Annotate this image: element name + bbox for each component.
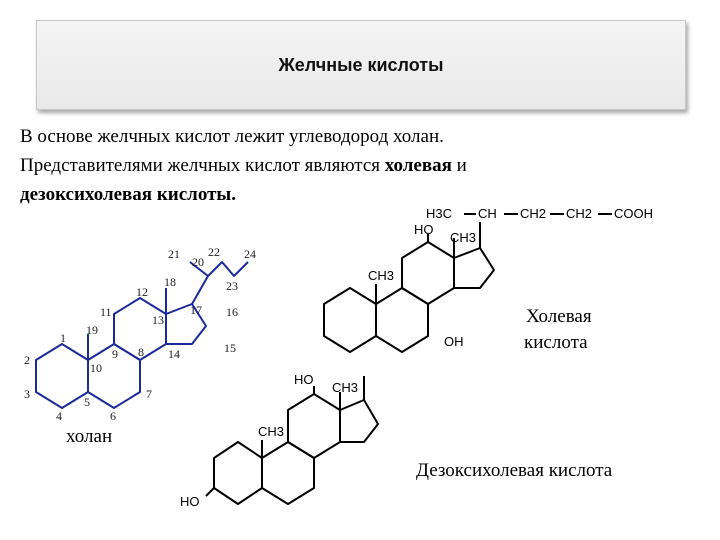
intro-line-1: В основе желчных кислот лежит углеводоро… [20, 126, 444, 147]
intro-end: . [231, 184, 236, 205]
cholic-label-line1: Холевая [526, 306, 592, 327]
atom-13: 13 [152, 313, 164, 327]
atom-16: 16 [226, 305, 238, 319]
atom-24: 24 [244, 247, 256, 261]
cholic-cooh: COOH [614, 206, 653, 221]
cholic-oh: OH [444, 334, 464, 349]
atom-14: 14 [168, 347, 180, 361]
cholan-structure [35, 261, 249, 409]
atom-15: 15 [224, 341, 236, 355]
atom-19: 19 [86, 323, 98, 337]
cholic-ho-top: HO [414, 222, 434, 237]
deoxy-ho-bottom: HO [180, 494, 200, 509]
atom-4: 4 [56, 409, 62, 423]
slide-title: Желчные кислоты [278, 54, 444, 75]
atom-18: 18 [164, 275, 176, 289]
deoxycholic-acid-structure [205, 376, 379, 505]
atom-9: 9 [112, 347, 118, 361]
atom-22: 22 [208, 245, 220, 259]
deoxy-ho-top: HO [294, 372, 314, 387]
atom-6: 6 [110, 409, 116, 423]
intro-text: В основе желчных кислот лежит углеводоро… [20, 122, 580, 209]
deoxycholic-label: Дезоксихолевая кислота [416, 460, 613, 481]
atom-7: 7 [146, 387, 152, 401]
intro-bold-cholic: холевая [384, 155, 452, 176]
intro-line-2-start: Представителями желчных кислот являются [20, 155, 385, 176]
intro-and: и [451, 155, 467, 176]
cholic-acid-sidechain: H3C CH CH2 CH2 COOH HO CH3 CH3 OH [368, 206, 653, 349]
cholan-numbering: 1 2 3 4 5 6 7 8 9 10 11 12 13 14 15 16 1… [24, 245, 256, 423]
intro-line-2: Представителями желчных кислот являются … [20, 151, 580, 180]
cholic-ch3-a: CH3 [450, 230, 476, 245]
deoxycholic-acid-groups: HO CH3 CH3 HO [180, 372, 358, 509]
cholic-ch3-b: CH3 [368, 268, 394, 283]
atom-5: 5 [84, 395, 90, 409]
deoxy-ch3-b: CH3 [258, 424, 284, 439]
atom-17: 17 [190, 303, 202, 317]
cholic-acid-structure [323, 222, 495, 353]
atom-8: 8 [138, 345, 144, 359]
cholic-ch: CH [478, 206, 497, 221]
cholic-label-line2: кислота [524, 332, 588, 353]
atom-2: 2 [24, 353, 30, 367]
cholan-label: холан [66, 426, 112, 447]
atom-12: 12 [136, 285, 148, 299]
deoxy-ch3-a: CH3 [332, 380, 358, 395]
cholic-h3c: H3C [426, 206, 452, 221]
atom-20: 20 [192, 255, 204, 269]
atom-1: 1 [60, 331, 66, 345]
cholic-ch2-a: CH2 [520, 206, 546, 221]
title-box: Желчные кислоты [36, 20, 686, 110]
intro-line-3: дезоксихолевая кислоты. [20, 180, 580, 209]
atom-21: 21 [168, 247, 180, 261]
atom-11: 11 [100, 305, 112, 319]
intro-bold-deoxycholic: дезоксихолевая кислоты [20, 184, 232, 205]
atom-10: 10 [90, 361, 102, 375]
atom-23: 23 [226, 279, 238, 293]
cholic-ch2-b: CH2 [566, 206, 592, 221]
atom-3: 3 [24, 387, 30, 401]
